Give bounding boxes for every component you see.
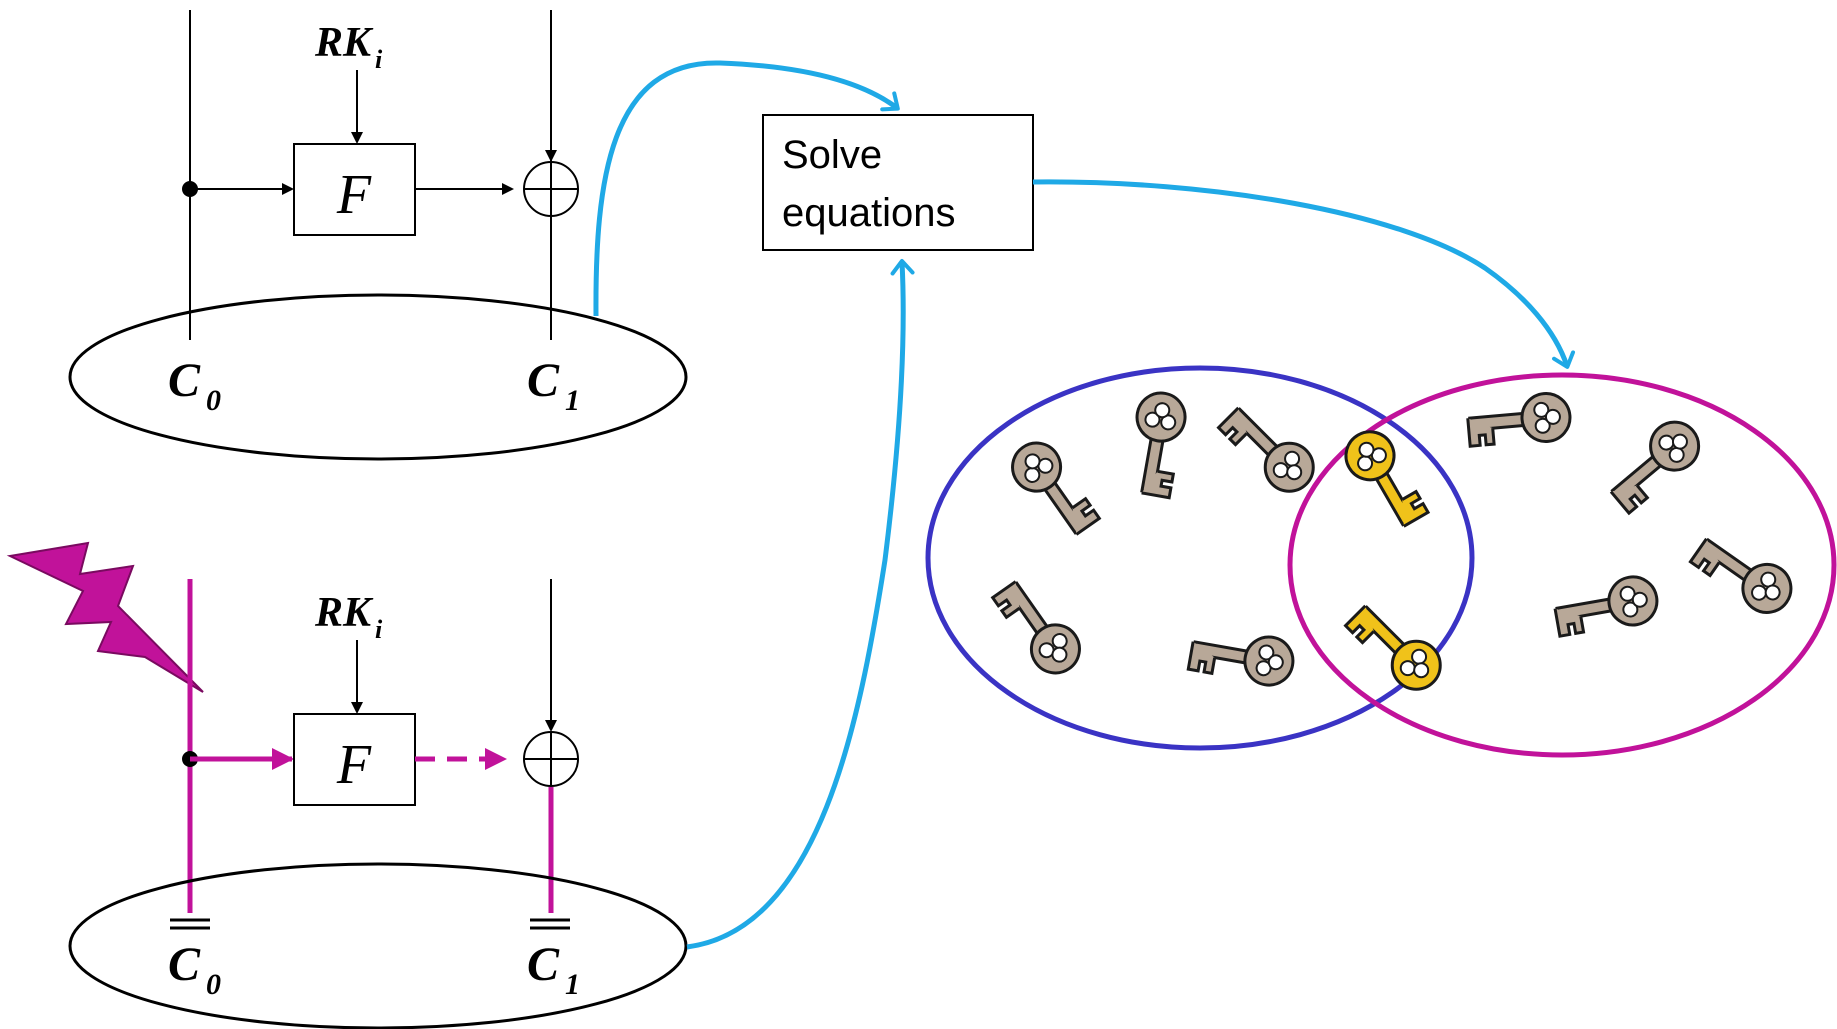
top-f-box: [293, 143, 416, 236]
flow-arrow-solver-to-keys: [1032, 179, 1576, 369]
solver: Solve equations: [762, 114, 1034, 251]
top-c0-subscript: 0: [206, 384, 221, 417]
top-key-label: RK: [314, 20, 374, 66]
right-key-set-ellipse: [1287, 372, 1837, 758]
faulty-c0-subscript: 0: [206, 968, 221, 1001]
faulty-state-ellipse: [68, 862, 688, 1029]
faulty-c0-label: C: [168, 938, 201, 991]
faulty-xor-symbol: [523, 731, 579, 787]
svg-text:C1: C1: [527, 938, 580, 1001]
faulty-key-label: RK: [314, 590, 374, 636]
svg-text:C0: C0: [168, 938, 221, 1001]
key-icon: [1001, 432, 1103, 547]
svg-text:C1: C1: [527, 354, 580, 417]
key-icon: [1687, 522, 1802, 624]
left-key-set-ellipse: [925, 365, 1475, 751]
key-icon: [1186, 622, 1299, 691]
shared-key-icon: [1342, 591, 1452, 701]
svg-text:RKi: RKi: [314, 20, 383, 74]
top-state-ellipse: [68, 293, 688, 461]
svg-text:C0: C0: [168, 354, 221, 417]
top-c0-label: C: [168, 354, 201, 407]
solve-equations-box: [762, 114, 1034, 251]
faulty-c1-subscript: 1: [565, 968, 580, 1001]
key-sets: [925, 365, 1837, 758]
svg-text:RKi: RKi: [314, 590, 383, 644]
top-key-subscript: i: [375, 45, 383, 74]
faulty-c0-double-bar: [170, 918, 210, 930]
top-c1-subscript: 1: [565, 384, 580, 417]
faulty-f-label: F: [336, 734, 372, 796]
key-icon: [1215, 393, 1325, 503]
key-icon: [1122, 387, 1191, 500]
faulty-key-subscript: i: [375, 615, 383, 644]
lightning-bolt-icon: [6, 541, 204, 693]
top-c1-label: C: [527, 354, 560, 407]
faulty-c1-double-bar: [530, 918, 570, 930]
flow-arrow-top-to-solver: [593, 60, 900, 317]
key-icon: [1597, 410, 1710, 517]
key-icon: [1550, 571, 1663, 640]
flow-arrow-faulty-to-solver: [686, 259, 915, 950]
faulty-f-box: [293, 713, 416, 806]
key-icon: [989, 569, 1091, 684]
solve-line-2: equations: [782, 191, 955, 235]
top-f-label: F: [336, 164, 372, 226]
key-icon: [1464, 389, 1574, 450]
top-xor-symbol: [523, 161, 579, 217]
solve-line-1: Solve: [782, 133, 882, 177]
faulty-c1-label: C: [527, 938, 560, 991]
